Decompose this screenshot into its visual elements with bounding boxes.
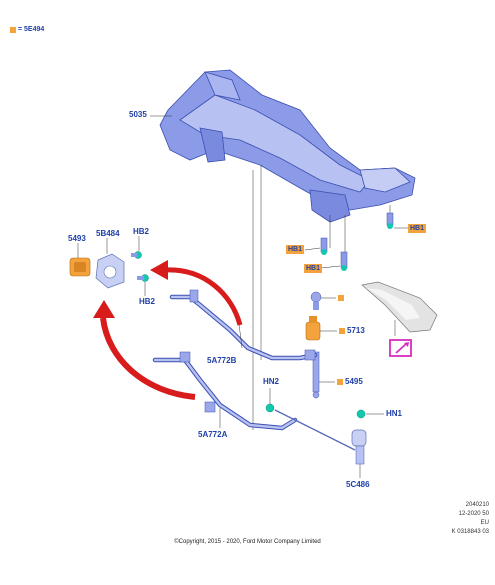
- label-bracket: 5B484: [96, 229, 120, 238]
- label-bolt-hb1-a: HB1: [286, 245, 305, 254]
- shock-cap-part: [310, 291, 322, 310]
- label-stabilizer-bar-upper: 5A772B: [207, 356, 237, 365]
- bolt-hb1-c: [386, 212, 394, 229]
- label-bushing: 5493: [68, 234, 86, 243]
- label-link: 5C486: [346, 480, 370, 489]
- label-mount: 5713: [347, 326, 365, 335]
- meta-line-2: 12-2020 50: [458, 511, 489, 517]
- bolt-hb1-b: [340, 251, 348, 271]
- label-nut-hn2: HN2: [263, 377, 280, 386]
- red-arrow-lower-icon: [93, 300, 196, 400]
- label-bolt-hb2-bottom: HB2: [139, 297, 156, 306]
- shock-bolt-part: [312, 351, 320, 399]
- stabilizer-bar-upper: [169, 289, 318, 361]
- label-crossmember: 5035: [129, 110, 147, 119]
- bolt-hb2-bottom: [137, 274, 149, 282]
- bolt-hb1-a: [320, 237, 328, 255]
- bracket-part: [95, 253, 125, 289]
- legend-swatch: [10, 27, 16, 33]
- red-arrow-upper-icon: [150, 260, 243, 326]
- label-bolt-hb1-b: HB1: [304, 264, 323, 273]
- crossmember-part: [159, 69, 416, 223]
- nut-hn1: [356, 409, 366, 419]
- label-bolt-hb2-top: HB2: [133, 227, 150, 236]
- bolt-hb2-top: [131, 251, 142, 259]
- mount-part: [305, 316, 321, 341]
- legend-text: = 5E494: [18, 26, 45, 33]
- stabilizer-bar-lower: [152, 351, 298, 431]
- label-shock-bolt: 5495: [345, 377, 363, 386]
- bushing-part: [69, 257, 91, 277]
- lower-arm-part: [361, 281, 438, 333]
- label-bolt-hb1-c: HB1: [408, 224, 427, 233]
- lower-arm-highlight-icon: [389, 339, 412, 357]
- label-stabilizer-bar-lower: 5A772A: [198, 430, 228, 439]
- meta-line-4: K 0318843 03: [451, 529, 489, 535]
- meta-line-1: 2040210: [465, 502, 489, 508]
- copyright-text: ©Copyright, 2015 - 2020, Ford Motor Comp…: [174, 539, 321, 545]
- label-nut-hn1: HN1: [386, 409, 403, 418]
- link-part: [274, 409, 367, 465]
- meta-line-3: EU: [480, 520, 489, 526]
- nut-hn2: [265, 403, 275, 413]
